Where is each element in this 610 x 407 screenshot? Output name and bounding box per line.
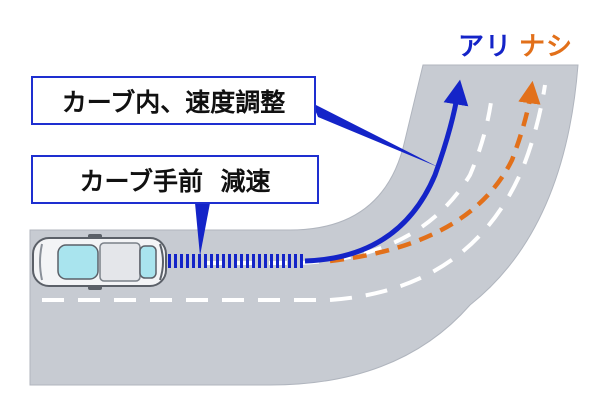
- callout-inside-curve-text: カーブ内、速度調整: [61, 87, 286, 117]
- path-with-assist: [304, 79, 469, 264]
- callout-pointer-before-curve: [195, 203, 210, 256]
- car-icon: [32, 234, 167, 290]
- callout-before-curve-text: カーブ手前 減速: [79, 166, 271, 196]
- deceleration-zone: [167, 254, 305, 268]
- callout-inside-curve: カーブ内、速度調整: [31, 76, 316, 125]
- callout-pointer-inside-curve: [312, 103, 438, 167]
- callout-before-curve: カーブ手前 減速: [31, 155, 319, 204]
- lane-marking-outer: [42, 84, 547, 302]
- legend-without-assist: ナシ: [519, 32, 574, 62]
- legend-with-assist: アリ: [458, 32, 513, 62]
- path-without-assist: [329, 80, 541, 264]
- road-surface: [29, 64, 579, 386]
